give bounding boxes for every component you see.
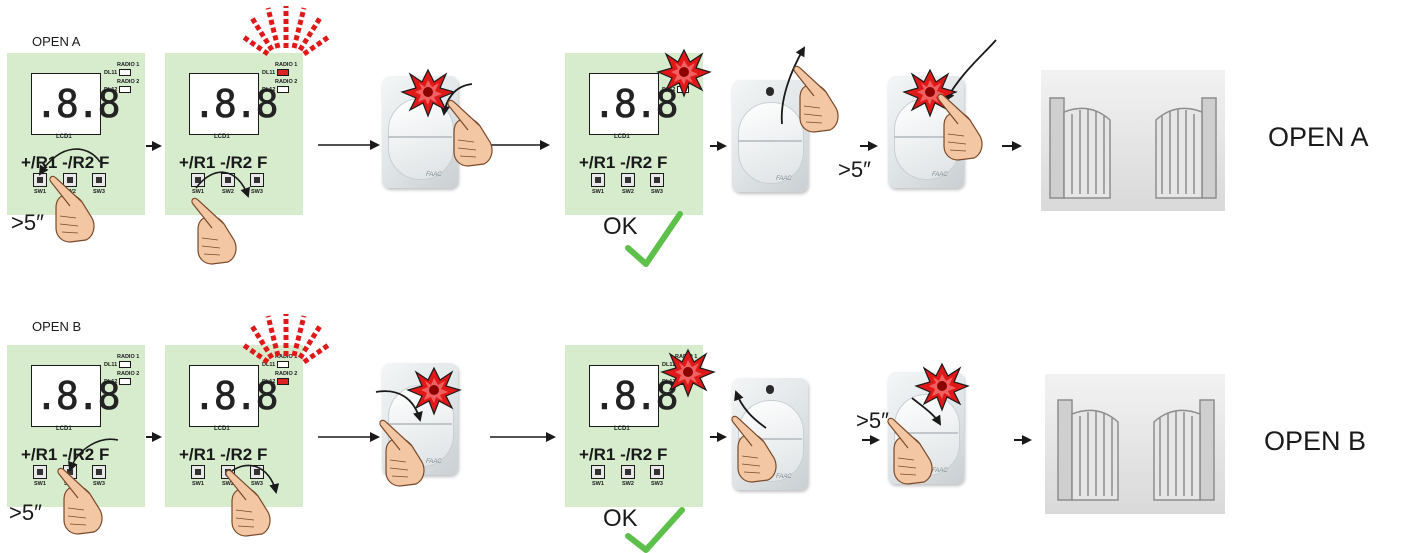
curved-arrow-icon (376, 391, 420, 420)
curved-arrow-icon (196, 172, 248, 196)
gate-icon (1058, 400, 1214, 500)
checkmark-icon (628, 214, 680, 264)
curved-arrow-icon (70, 439, 118, 470)
checkmark-icon (628, 510, 682, 550)
hand-pointer-icon (380, 420, 424, 486)
press-burst-icon (658, 50, 710, 96)
led-flash-icon (242, 314, 330, 362)
hand-pointer-icon (732, 416, 776, 482)
hand-pointer-icon (58, 468, 102, 534)
hand-pointer-icon (192, 198, 236, 264)
led-flash-icon (242, 6, 330, 54)
press-burst-icon (408, 368, 460, 414)
press-burst-icon (662, 350, 714, 396)
hand-pointer-icon (50, 176, 94, 242)
gate-icon (1050, 98, 1216, 198)
press-burst-icon (916, 364, 968, 410)
curved-arrow-icon (40, 149, 100, 174)
press-burst-icon (402, 70, 454, 116)
hand-pointer-icon (448, 100, 492, 166)
hand-pointer-icon (226, 470, 270, 536)
hand-pointer-icon (794, 66, 838, 132)
hand-pointer-icon (938, 94, 982, 160)
hand-pointer-icon (888, 418, 932, 484)
